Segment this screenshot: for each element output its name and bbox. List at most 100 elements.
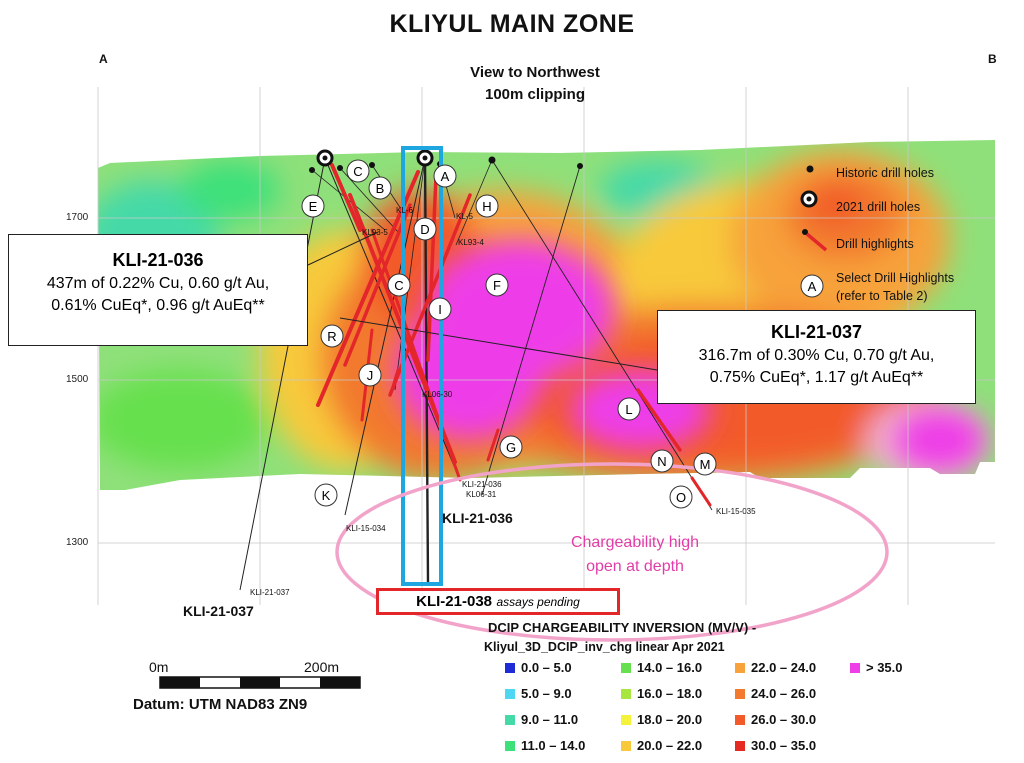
marker-h: H <box>475 194 499 218</box>
kli-21-038-status: assays pending <box>496 595 580 609</box>
legend-swatch <box>621 689 631 699</box>
callout-leaders <box>307 231 658 371</box>
legend-swatch <box>621 715 631 725</box>
view-direction: View to Northwest <box>470 64 600 81</box>
callout-kli-21-037: KLI-21-037 316.7m of 0.30% Cu, 0.70 g/t … <box>657 310 976 404</box>
marker-c2: C <box>387 273 411 297</box>
marker-f: F <box>485 273 509 297</box>
svg-text:N: N <box>657 454 666 469</box>
hole-label-kli-21-036-small: KLI-21-036 <box>462 480 502 489</box>
svg-text:E: E <box>309 199 318 214</box>
chargeability-note-line2: open at depth <box>586 558 684 575</box>
legend-select-line2: (refer to Table 2) <box>836 289 928 303</box>
callout-037-line1: 316.7m of 0.30% Cu, 0.70 g/t Au, <box>698 347 935 364</box>
svg-text:C: C <box>394 278 403 293</box>
marker-b: B <box>368 176 392 200</box>
legend-swatch <box>621 741 631 751</box>
marker-m: M <box>693 452 717 476</box>
section-end-b: B <box>988 52 997 66</box>
legend-swatch <box>505 689 515 699</box>
figure-title: KLIYUL MAIN ZONE <box>389 10 635 38</box>
svg-text:C: C <box>353 164 362 179</box>
legend-historic-label: Historic drill holes <box>836 166 934 180</box>
legend-item: 30.0 – 35.0 <box>735 738 816 753</box>
hole-label-kli-21-036: KLI-21-036 <box>442 510 513 526</box>
scale-right-label: 200m <box>304 659 340 675</box>
hole-label-kli-15-035: KLI-15-035 <box>716 507 756 516</box>
elevation-1500: 1500 <box>66 374 89 385</box>
symbol-legend-icons: A <box>800 165 828 298</box>
callout-036-line1: 437m of 0.22% Cu, 0.60 g/t Au, <box>46 275 270 292</box>
historic-collar-icon <box>806 165 814 173</box>
legend-swatch <box>621 663 631 673</box>
legend-swatch <box>735 741 745 751</box>
hole-label-kl-6: KL-6 <box>396 206 413 215</box>
svg-text:A: A <box>441 169 450 184</box>
legend-item: 14.0 – 16.0 <box>621 660 702 675</box>
scale-left-label: 0m <box>149 659 169 675</box>
kli-21-038-trace-box <box>401 146 443 586</box>
marker-i: I <box>428 297 452 321</box>
callout-037-line2: 0.75% CuEq*, 1.17 g/t AuEq** <box>709 369 924 386</box>
letter-key-icon <box>800 274 824 298</box>
legend-title: DCIP CHARGEABILITY INVERSION (MV/V) - <box>488 620 757 635</box>
marker-k: K <box>314 483 338 507</box>
legend-item: 5.0 – 9.0 <box>505 686 572 701</box>
svg-text:H: H <box>482 199 491 214</box>
chargeability-note-line1: Chargeability high <box>570 534 700 551</box>
legend-swatch <box>850 663 860 673</box>
marker-n: N <box>650 449 674 473</box>
section-end-a: A <box>99 52 108 66</box>
legend-highlights-label: Drill highlights <box>836 237 914 251</box>
chargeability-open-ellipse <box>335 462 889 642</box>
legend-swatch <box>735 715 745 725</box>
legend-swatch <box>735 663 745 673</box>
legend-select-line1: Select Drill Highlights <box>836 271 955 285</box>
marker-r: R <box>320 324 344 348</box>
legend-item: > 35.0 <box>850 660 903 675</box>
svg-text:O: O <box>676 490 686 505</box>
svg-text:R: R <box>327 329 336 344</box>
legend-item: 24.0 – 26.0 <box>735 686 816 701</box>
callout-037-title: KLI-21-037 <box>770 322 863 342</box>
svg-text:J: J <box>367 368 374 383</box>
scale-bar <box>159 676 361 689</box>
kli-21-038-label-box: KLI-21-038 assays pending <box>376 588 620 615</box>
drill-highlight-intervals <box>316 163 712 507</box>
marker-l: L <box>617 397 641 421</box>
svg-text:F: F <box>493 278 501 293</box>
marker-a: A <box>433 164 457 188</box>
collar-symbols <box>309 149 583 173</box>
legend-item: 18.0 – 20.0 <box>621 712 702 727</box>
svg-text:G: G <box>506 440 516 455</box>
datum-label: Datum: UTM NAD83 ZN9 <box>133 696 308 713</box>
legend-item: 9.0 – 11.0 <box>505 712 578 727</box>
svg-text:D: D <box>420 222 429 237</box>
elevation-1700: 1700 <box>66 212 89 223</box>
highlight-letter-markers: A B C D E F G H I J K L M N O R C <box>301 159 717 509</box>
legend-swatch <box>505 663 515 673</box>
hole-label-kl93-5: KL93-5 <box>362 228 388 237</box>
callout-036-title: KLI-21-036 <box>112 250 204 270</box>
svg-text:M: M <box>700 457 711 472</box>
callout-kli-21-036: KLI-21-036 437m of 0.22% Cu, 0.60 g/t Au… <box>8 234 308 346</box>
legend-subtitle: Kliyul_3D_DCIP_inv_chg linear Apr 2021 <box>484 640 725 654</box>
kli-21-038-id: KLI-21-038 <box>416 593 493 610</box>
marker-g: G <box>499 435 523 459</box>
svg-text:A: A <box>808 279 817 294</box>
svg-text:K: K <box>322 488 331 503</box>
marker-c: C <box>346 159 370 183</box>
hole-label-kl93-4: KL93-4 <box>458 238 484 247</box>
legend-item: 16.0 – 18.0 <box>621 686 702 701</box>
svg-text:B: B <box>376 181 385 196</box>
legend-item: 22.0 – 24.0 <box>735 660 816 675</box>
hole-label-kli-21-037-small: KLI-21-037 <box>250 588 290 597</box>
hole-label-kl06-30: KL06-30 <box>422 390 453 399</box>
legend-item: 11.0 – 14.0 <box>505 738 585 753</box>
hole-label-kli-21-037: KLI-21-037 <box>183 603 254 619</box>
clipping-note: 100m clipping <box>484 86 586 103</box>
legend-swatch <box>505 715 515 725</box>
legend-swatch <box>505 741 515 751</box>
hole-label-kli-15-034: KLI-15-034 <box>346 524 386 533</box>
